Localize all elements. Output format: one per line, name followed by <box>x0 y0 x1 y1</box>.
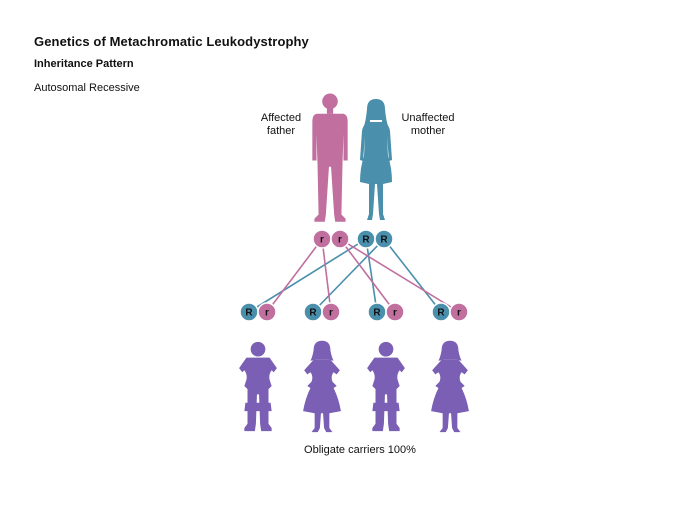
mother-label-line2: mother <box>410 125 446 137</box>
child-1-boy-figure <box>239 341 277 432</box>
child-1-allele-2: r <box>257 302 277 322</box>
child-2-girl-figure <box>303 340 341 433</box>
svg-text:R: R <box>362 235 370 246</box>
svg-text:R: R <box>309 308 317 319</box>
child-4-allele-2: r <box>449 302 469 322</box>
child-3-allele-1: R <box>367 302 387 322</box>
carrier-caption: Obligate carriers 100% <box>304 444 416 456</box>
svg-text:r: r <box>457 308 461 319</box>
child-4-allele-1: R <box>431 302 451 322</box>
father-figure <box>312 93 348 222</box>
svg-text:r: r <box>338 235 342 246</box>
svg-text:r: r <box>329 308 333 319</box>
child-2-allele-2: r <box>321 302 341 322</box>
svg-text:R: R <box>245 308 253 319</box>
svg-text:R: R <box>373 308 381 319</box>
svg-text:r: r <box>393 308 397 319</box>
line-father-to-child-1 <box>266 238 323 313</box>
mother-label: Unaffected mother <box>396 112 460 138</box>
mother-allele-2: R <box>374 229 394 249</box>
line-mother-to-child-4 <box>383 238 442 313</box>
svg-text:r: r <box>265 308 269 319</box>
line-father-to-child-2 <box>321 238 332 313</box>
father-label: Affected father <box>256 112 306 138</box>
child-4-girl-figure <box>431 340 469 433</box>
child-1-allele-1: R <box>239 302 259 322</box>
lineage-lines <box>248 238 460 313</box>
child-2-allele-1: R <box>303 302 323 322</box>
father-label-line2: father <box>266 125 296 137</box>
page-title: Genetics of Metachromatic Leukodystrophy <box>34 34 309 49</box>
mother-figure <box>360 99 392 220</box>
line-father-to-child-3 <box>339 238 396 313</box>
child-3-allele-2: r <box>385 302 405 322</box>
child-3-boy-figure <box>367 341 405 432</box>
line-mother-to-child-1 <box>248 238 367 313</box>
line-father-to-child-4 <box>339 238 460 313</box>
line-mother-to-child-2 <box>312 238 385 313</box>
mother-allele-1: R <box>356 229 376 249</box>
section-subtitle: Inheritance Pattern <box>34 58 134 70</box>
father-allele-1: r <box>312 229 332 249</box>
line-mother-to-child-3 <box>365 238 378 313</box>
svg-text:R: R <box>437 308 445 319</box>
mother-label-line1: Unaffected <box>401 112 455 124</box>
father-label-line1: Affected <box>260 112 302 124</box>
svg-text:R: R <box>380 235 388 246</box>
father-allele-2: r <box>330 229 350 249</box>
svg-text:r: r <box>320 235 324 246</box>
inheritance-pattern-label: Autosomal Recessive <box>34 82 140 94</box>
